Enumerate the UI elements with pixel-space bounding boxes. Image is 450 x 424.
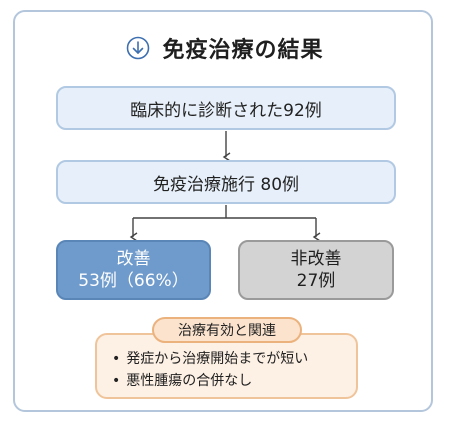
treated-label: 免疫治療施行 80例 [152, 174, 300, 195]
not-improved-label: 非改善 [290, 249, 342, 269]
diagnosed-label: 臨床的に診断された92例 [130, 100, 322, 121]
treated-box: 免疫治療施行 80例 [56, 160, 396, 204]
title-row: 免疫治療の結果 [0, 32, 450, 64]
note-item: 悪性腫瘍の合併なし [112, 370, 352, 392]
not-improved-box: 非改善 27例 [238, 240, 394, 300]
diagnosed-box: 臨床的に診断された92例 [56, 86, 396, 130]
note-tag: 治療有効と関連 [152, 317, 302, 343]
note-item: 発症から治療開始までが短い [112, 348, 352, 370]
improved-label: 改善 [116, 249, 151, 269]
page-title: 免疫治療の結果 [162, 38, 324, 63]
not-improved-detail: 27例 [296, 271, 336, 291]
improved-box: 改善 53例（66%） [56, 240, 211, 300]
note-tag-label: 治療有効と関連 [178, 323, 276, 339]
note-list: 発症から治療開始までが短い 悪性腫瘍の合併なし [112, 348, 352, 392]
down-arrow-circle-icon [127, 36, 150, 60]
improved-detail: 53例（66%） [78, 271, 189, 291]
